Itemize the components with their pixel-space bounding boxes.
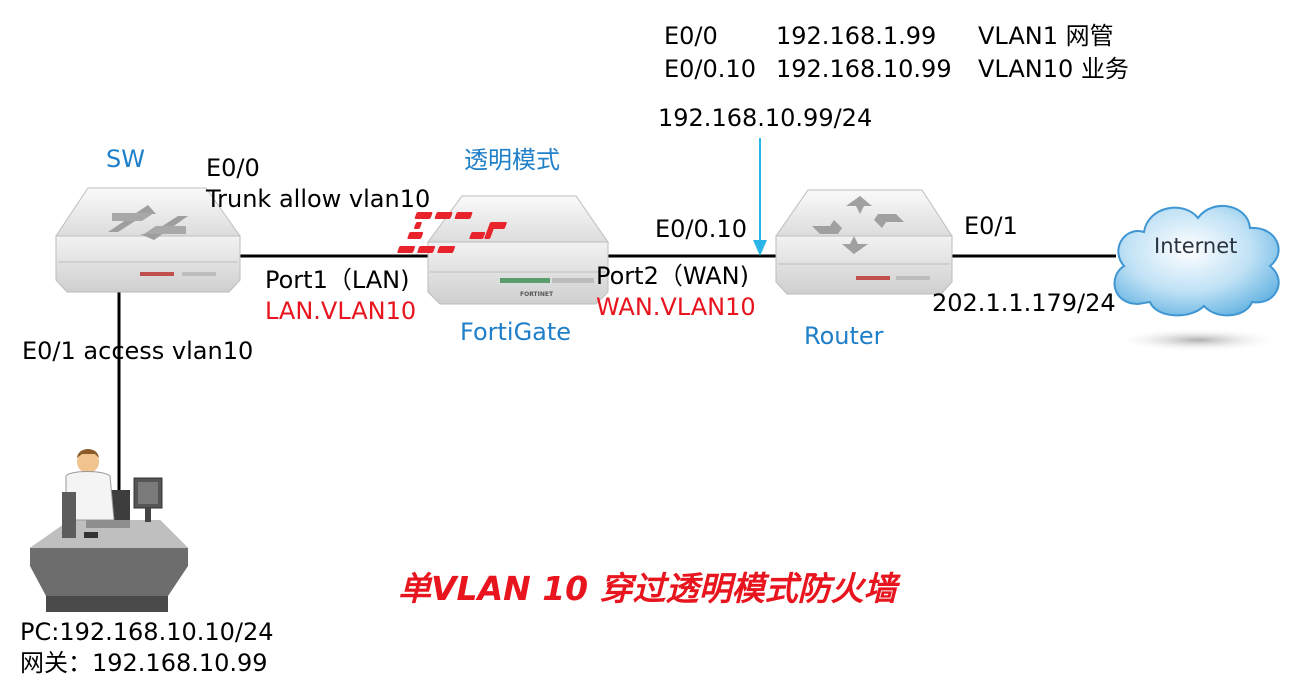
pc-ip-label: PC:192.168.10.10/24 [20,618,274,646]
pc-gateway-label: 网关：192.168.10.99 [20,649,268,677]
iface-table-row2-desc: VLAN10 业务 [978,55,1129,83]
port2-label: Port2（WAN) [596,262,749,290]
diagram-title: 单VLAN 10 穿过透明模式防火墙 [398,569,897,608]
internet-cloud-icon: Internet [1113,204,1282,352]
router-name: Router [804,322,884,350]
router-wan-ip-label: 202.1.1.179/24 [932,289,1116,317]
router-ip-arrow-label: 192.168.10.99/24 [658,104,873,132]
sw-e00-label: E0/0 [206,154,260,182]
port2-vlan-label: WAN.VLAN10 [596,293,756,321]
sw-name: SW [106,145,145,173]
iface-table-row1-ip: 192.168.1.99 [776,22,937,50]
fortigate-icon: FORTINET [397,195,609,305]
router-e0010-label: E0/0.10 [655,215,747,243]
iface-table-row1-iface: E0/0 [664,22,718,50]
switch-icon [55,187,241,293]
iface-table-row2-iface: E0/0.10 [664,55,756,83]
pc-user-icon [30,449,188,612]
router-icon [775,189,953,295]
sw-trunk-label: Trunk allow vlan10 [206,185,431,213]
internet-label: Internet [1154,234,1237,258]
sw-e01-label: E0/1 access vlan10 [22,337,254,365]
fortigate-name: FortiGate [460,318,572,346]
fortigate-mode-label: 透明模式 [464,146,560,174]
ip-pointer-arrow [753,138,767,256]
iface-table-row1-desc: VLAN1 网管 [978,22,1114,50]
port1-vlan-label: LAN.VLAN10 [265,297,417,325]
port1-label: Port1（LAN) [265,266,410,294]
router-e01-label: E0/1 [964,212,1018,240]
iface-table-row2-ip: 192.168.10.99 [776,55,952,83]
fortinet-logo: FORTINET [520,291,554,298]
